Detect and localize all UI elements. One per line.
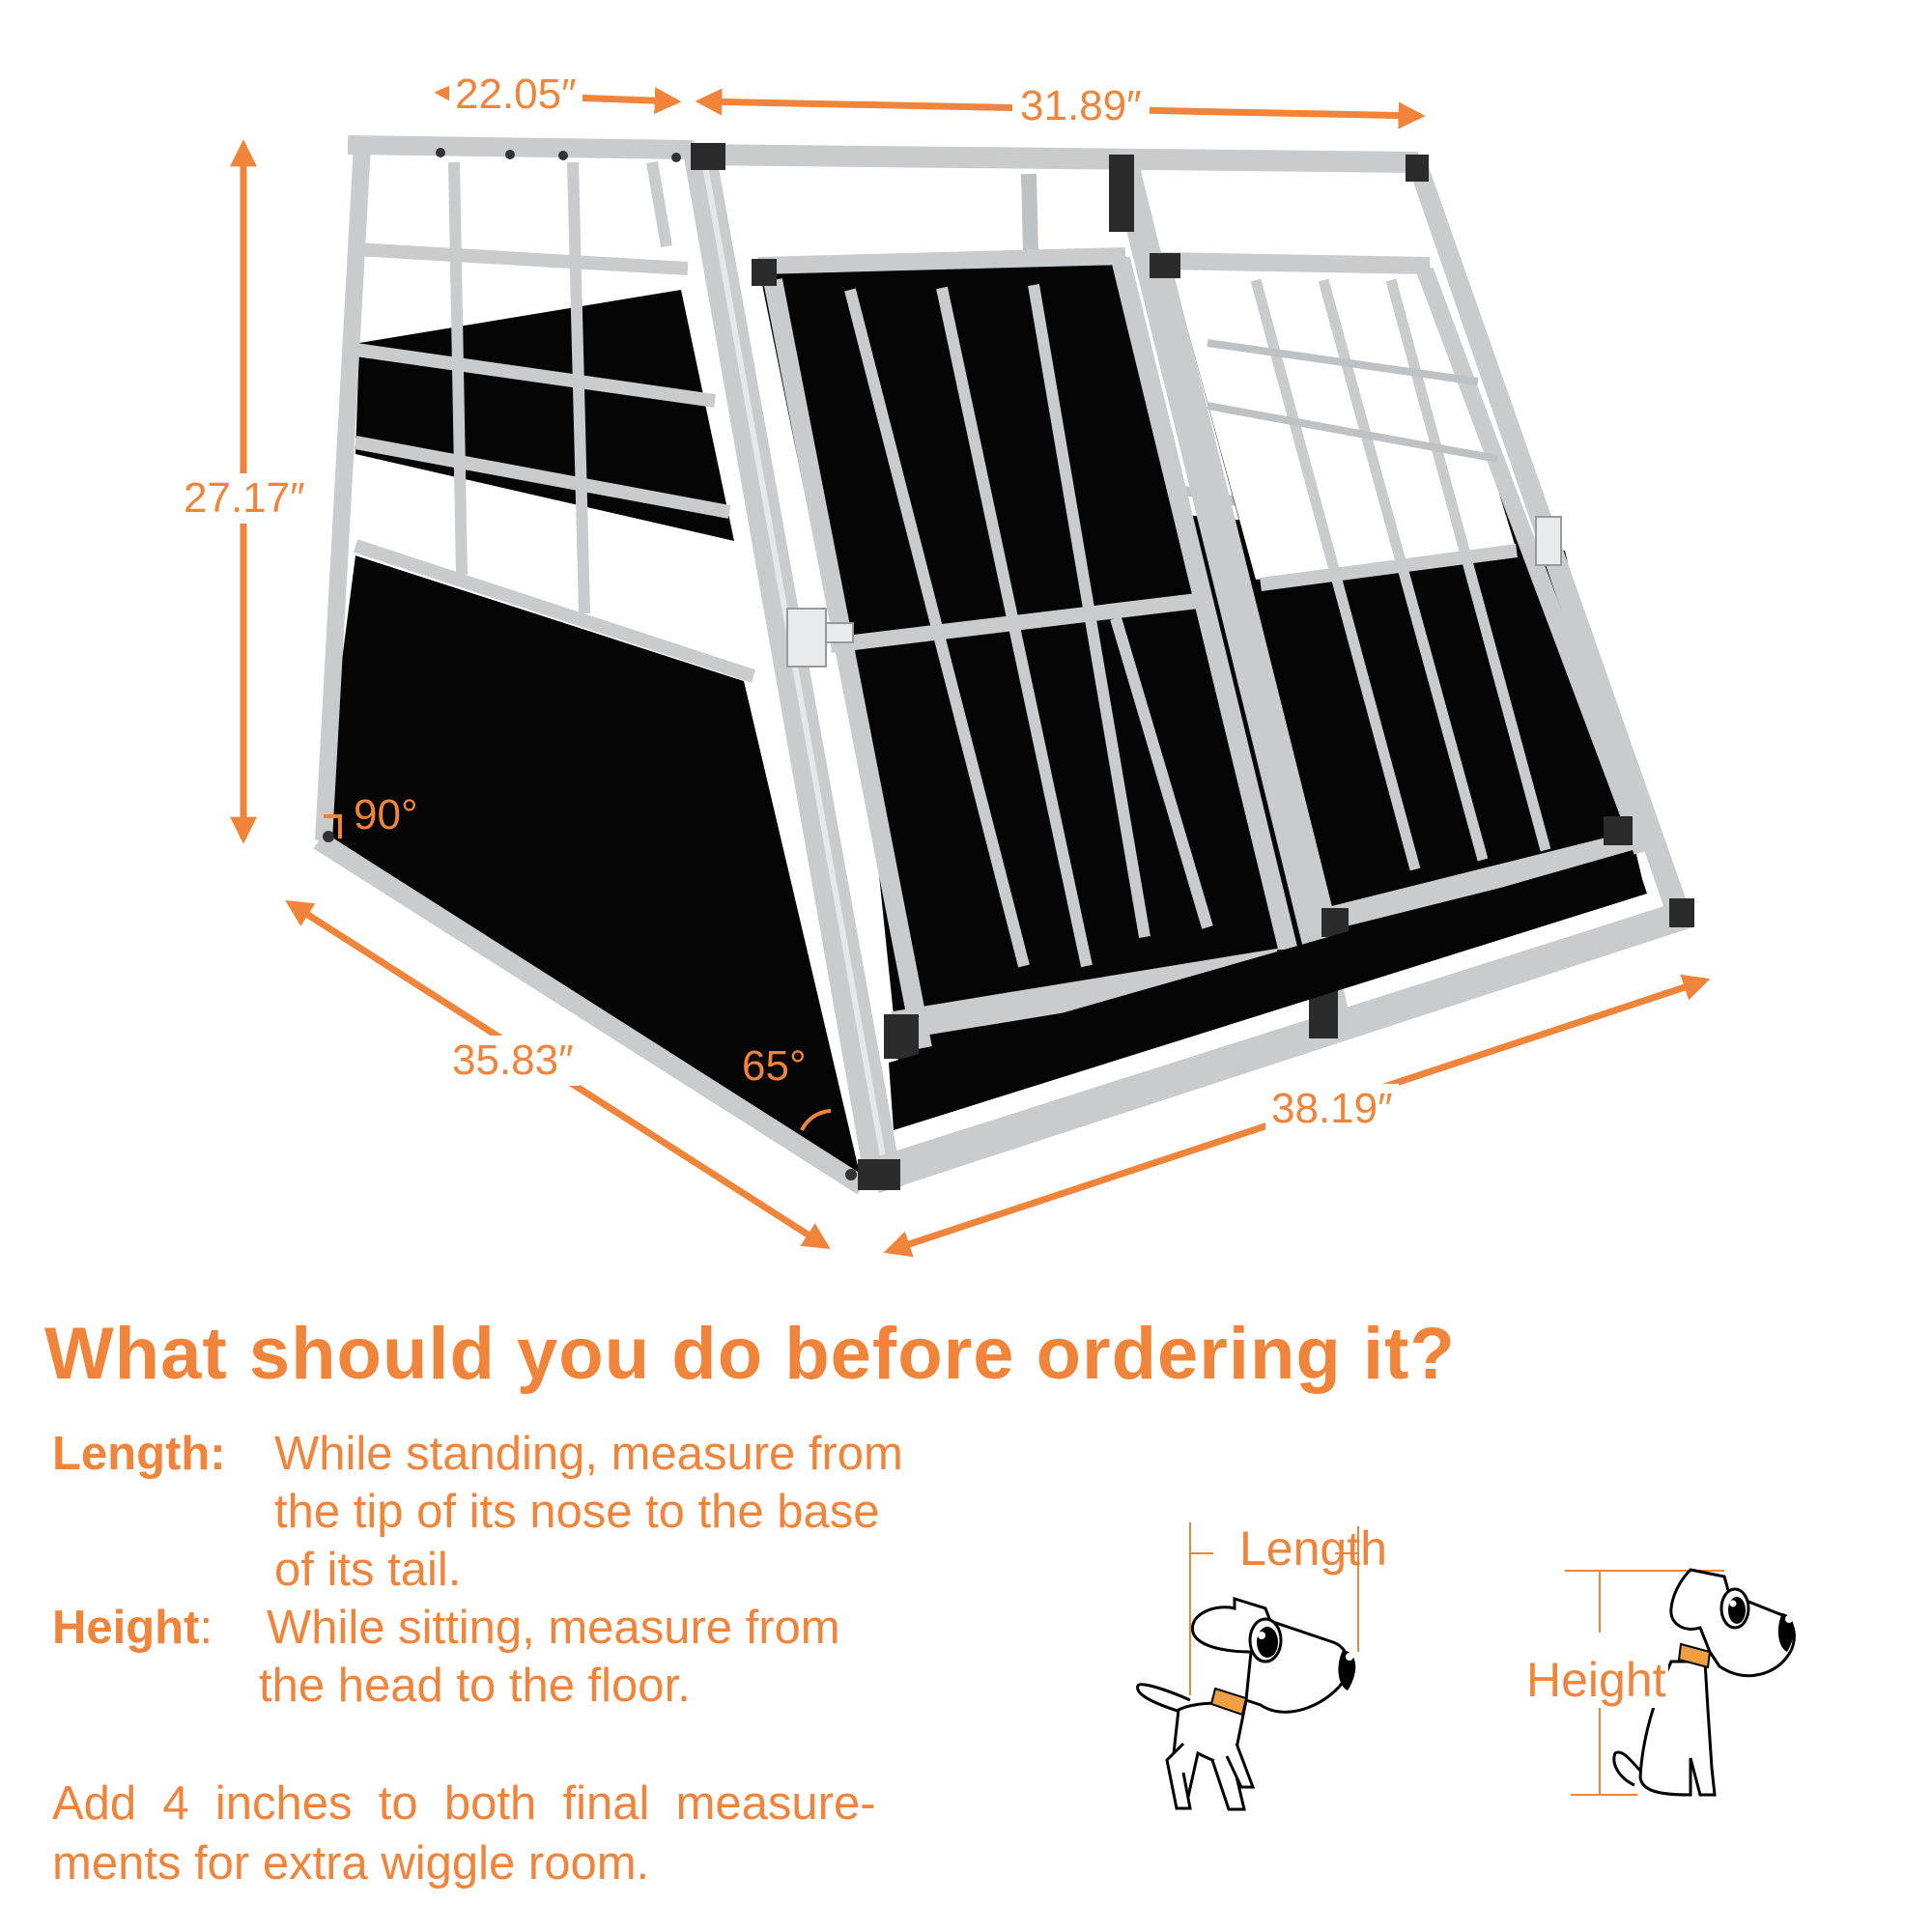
- height-line-1: While sitting, measure from: [267, 1602, 840, 1654]
- angle-back-90: 90°: [354, 791, 418, 838]
- dimension-bottom-width: 38.19″: [1265, 1084, 1399, 1134]
- collar-icon: [1677, 1642, 1712, 1669]
- wiggle-room-note: Add 4 inches to both final measure- ment…: [52, 1774, 1057, 1893]
- length-line-3: of its tail.: [274, 1544, 462, 1596]
- height-illustration-label: Height: [1524, 1652, 1668, 1708]
- dimension-height: 27.17″: [182, 473, 307, 524]
- dimension-top-depth: 22.05″: [449, 73, 582, 116]
- door-latch-icon: [786, 608, 854, 668]
- sitting-dog-illustration: [1565, 1568, 1796, 1797]
- standing-dog-illustration: [1136, 1522, 1359, 1811]
- length-line-1: While standing, measure from: [274, 1428, 903, 1480]
- dimension-top-width: 31.89″: [1012, 85, 1150, 128]
- length-term: Length:: [52, 1428, 226, 1480]
- crate-left-door: [752, 247, 1304, 1059]
- door-latch-icon: [1535, 516, 1562, 566]
- dog-crate-illustration: [230, 79, 1711, 1258]
- note-line-2: ments for extra wiggle room.: [52, 1837, 650, 1889]
- height-line-2: the head to the floor.: [259, 1660, 691, 1712]
- length-line-2: the tip of its nose to the base: [274, 1486, 880, 1538]
- height-colon: :: [199, 1602, 213, 1654]
- guide-title: What should you do before ordering it?: [44, 1313, 1456, 1395]
- note-line-1: Add 4 inches to both final measure-: [52, 1777, 876, 1830]
- dimension-bottom-depth: 35.83″: [446, 1036, 580, 1086]
- length-illustration-label: Length: [1239, 1521, 1387, 1576]
- angle-front-65: 65°: [742, 1042, 807, 1090]
- collar-icon: [1209, 1687, 1248, 1717]
- height-term: Height: [52, 1602, 200, 1654]
- crate-right-door: [1150, 252, 1651, 1038]
